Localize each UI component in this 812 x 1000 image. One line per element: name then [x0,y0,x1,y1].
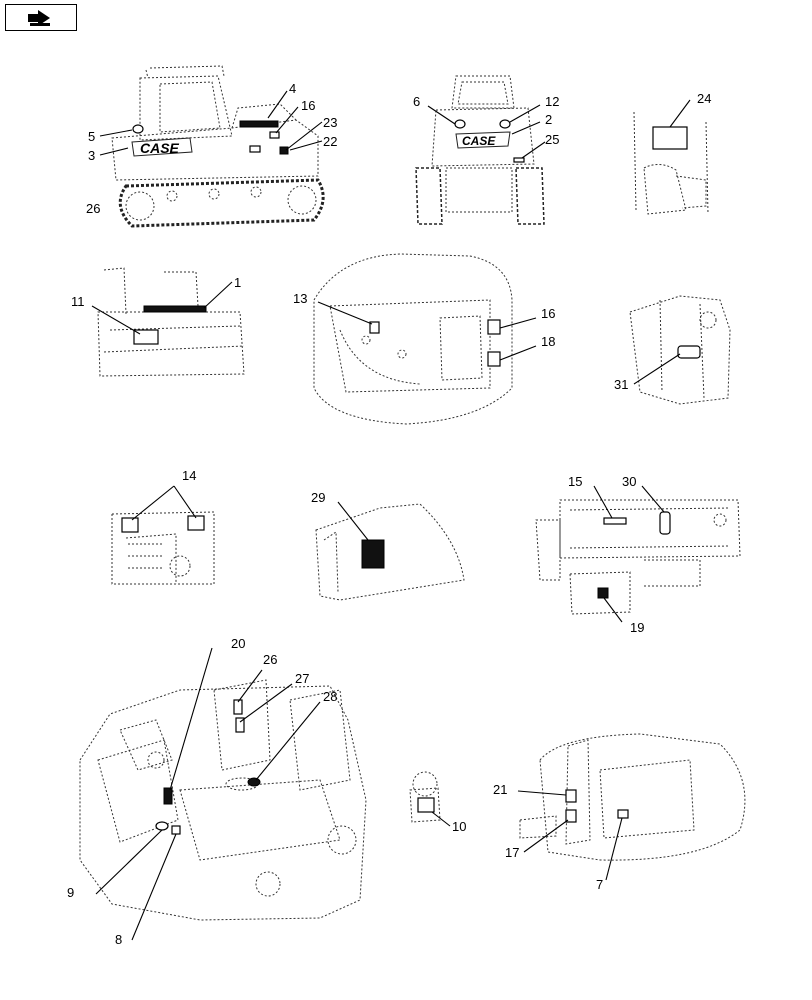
callout-3: 3 [88,148,95,163]
callout-15: 15 [568,474,582,489]
callout-23: 23 [323,115,337,130]
callout-1: 1 [234,275,241,290]
callout-6: 6 [413,94,420,109]
callout-28: 28 [323,689,337,704]
callout-27: 27 [295,671,309,686]
view-fender-29: 29 [311,490,465,601]
callout-22: 22 [323,134,337,149]
callout-2: 2 [545,112,552,127]
view-rear-decal: 24 [633,91,711,215]
callout-12: 12 [545,94,559,109]
view-dozer-front: CASE 6 12 2 25 [413,75,559,225]
callout-10: 10 [452,819,466,834]
view-console: 21 17 7 [493,733,746,892]
view-cab-interior: 20 26 27 28 9 8 [67,636,367,947]
callout-17: 17 [505,845,519,860]
callout-26: 26 [86,201,100,216]
view-tag-10: 10 [409,771,466,834]
callout-24: 24 [697,91,711,106]
callout-14: 14 [182,468,196,483]
callout-7: 7 [596,877,603,892]
view-bottom-plate: 13 16 18 [293,253,555,425]
callout-18: 18 [541,334,555,349]
callout-19: 19 [630,620,644,635]
callout-5: 5 [88,129,95,144]
case-logo-front: CASE [462,134,496,148]
view-dozer-side: CASE 5 3 4 16 23 22 26 [86,65,337,228]
callout-31: 31 [614,377,628,392]
callout-8: 8 [115,932,122,947]
back-arrow-icon [28,10,50,26]
back-navigation-button[interactable] [5,4,77,31]
callout-13: 13 [293,291,307,306]
view-radiator-14: 14 [111,468,215,585]
callout-9: 9 [67,885,74,900]
callout-16b: 16 [541,306,555,321]
callout-21: 21 [493,782,507,797]
callout-29: 29 [311,490,325,505]
callout-4: 4 [289,81,296,96]
view-engine-15-30-19: 15 30 19 [535,474,741,635]
case-logo-side: CASE [140,140,180,156]
callout-25: 25 [545,132,559,147]
view-frame-left: 1 11 [71,267,245,377]
callout-30: 30 [622,474,636,489]
view-engine-31: 31 [614,295,731,405]
callout-11: 11 [71,294,85,309]
callout-16: 16 [301,98,315,113]
callout-20: 20 [231,636,245,651]
callout-26b: 26 [263,652,277,667]
